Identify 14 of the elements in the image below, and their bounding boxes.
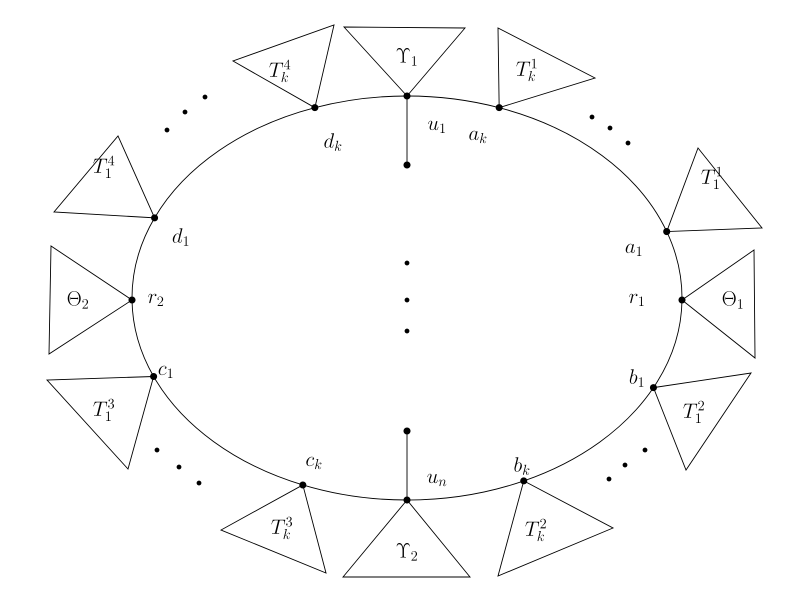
vertex-label: $c_1$	[158, 366, 172, 378]
vertex-label: $d_1$	[172, 228, 188, 246]
vertex-label: $r_1$	[629, 294, 644, 306]
vertex-label: $r_2$	[148, 294, 164, 306]
vertex-label: $u_1$	[428, 120, 445, 134]
vertex-label: $b_1$	[630, 369, 644, 387]
vertex-label: $a_k$	[469, 130, 486, 144]
vertex-label: $a_1$	[626, 244, 642, 256]
vertex-label: $b_k$	[514, 457, 530, 475]
vertex-dot	[404, 162, 410, 168]
vertex-dot	[404, 428, 410, 434]
vertex-label: $d_k$	[324, 133, 342, 151]
vertex-label: $c_k$	[306, 456, 322, 470]
vertex-label: $u_n$	[427, 474, 446, 486]
